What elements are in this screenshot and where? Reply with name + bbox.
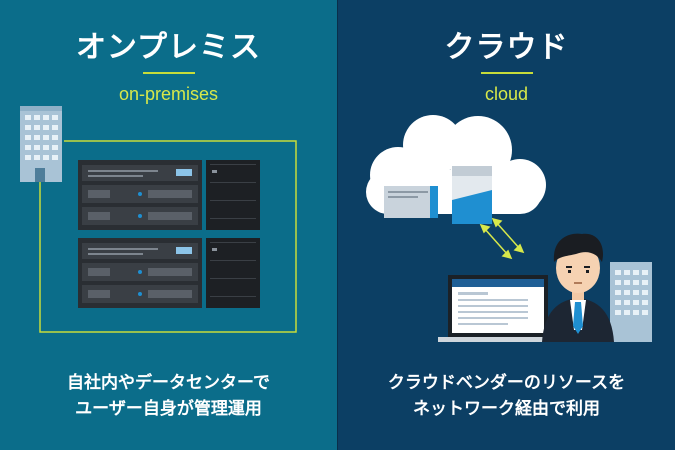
sync-arrows-icon (479, 217, 525, 260)
on-premises-caption-line-1: 自社内やデータセンターで (67, 373, 270, 393)
on-premises-panel: オンプレミス on-premises (0, 0, 337, 450)
cloud-title: クラウド (444, 30, 569, 65)
cloud-caption-line-1: クラウドベンダーのリソースを (387, 373, 626, 393)
cloud-subtitle: cloud (484, 84, 529, 104)
building-icon (20, 106, 62, 182)
cloud-title-rule (480, 72, 533, 74)
on-premises-caption-line-2: ユーザー自身が管理運用 (75, 399, 262, 419)
cloud-caption-line-2: ネットワーク経由で利用 (413, 399, 600, 419)
connection-frame (39, 140, 297, 333)
on-premises-caption: 自社内やデータセンターで ユーザー自身が管理運用 (0, 370, 337, 422)
server-rack-icon (78, 238, 260, 308)
on-premises-subtitle: on-premises (118, 84, 219, 104)
on-premises-illustration (20, 106, 297, 333)
building-icon (610, 262, 652, 342)
cloud-server-icon (384, 166, 492, 224)
cloud-illustration (366, 115, 652, 342)
on-premises-title: オンプレミス (75, 30, 262, 65)
on-premises-title-rule (142, 72, 195, 74)
server-rack-icon (78, 160, 260, 230)
cloud-caption: クラウドベンダーのリソースを ネットワーク経由で利用 (338, 370, 675, 422)
laptop-icon (438, 275, 558, 342)
panel-divider (337, 0, 338, 450)
businessman-icon (542, 233, 614, 342)
cloud-panel: クラウド cloud (338, 0, 675, 450)
